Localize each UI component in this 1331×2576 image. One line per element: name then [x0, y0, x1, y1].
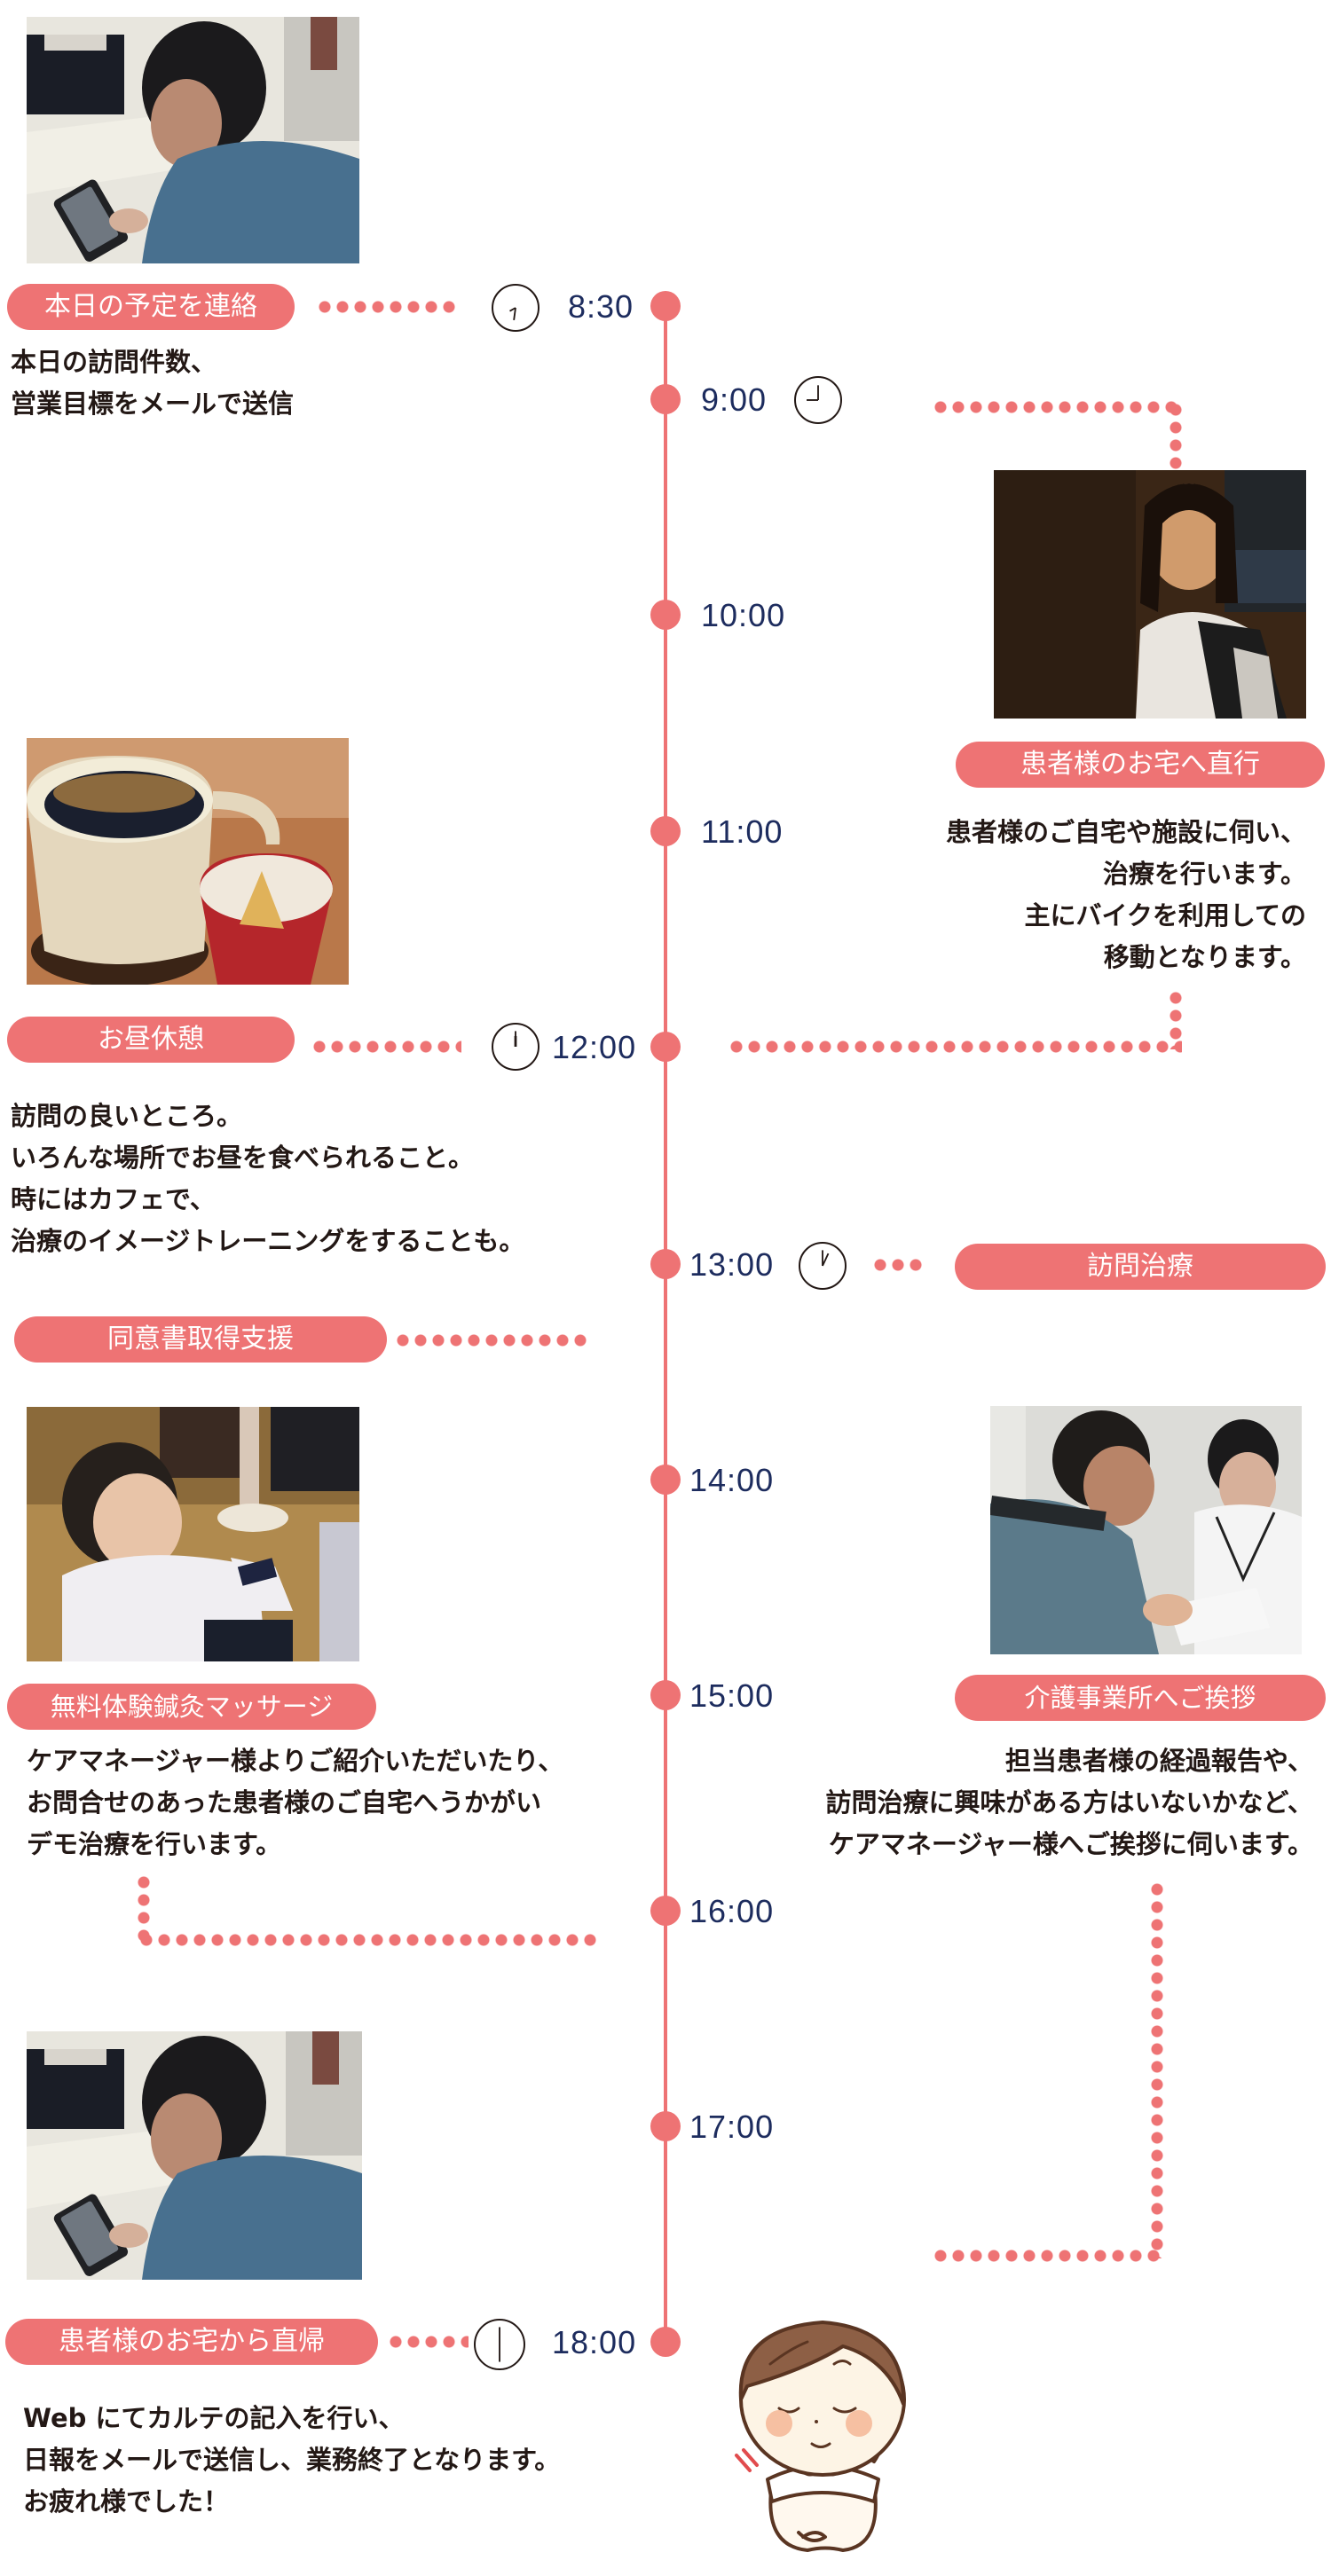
event-title-pill: 訪問治療 — [955, 1244, 1326, 1290]
two-men-reviewing-document-photo — [990, 1406, 1302, 1654]
timeline-dot — [650, 1465, 681, 1495]
man-checking-smartphone-photo — [27, 2031, 362, 2280]
time-label: 10:00 — [701, 597, 786, 633]
clock-icon — [799, 1242, 847, 1290]
bowing-nurse-illustration — [710, 2280, 941, 2572]
dotted-connector — [728, 1041, 1182, 1053]
woman-with-backpack-photo — [994, 470, 1306, 719]
event-description: 担当患者様の経過報告や、 訪問治療に興味がある方はいないかなど、 ケアマネージャ… — [825, 1746, 1313, 1859]
time-label: 18:00 — [552, 2324, 637, 2360]
time-label: 11:00 — [701, 813, 784, 850]
event-title-pill: 無料体験鍼灸マッサージ — [7, 1684, 376, 1730]
time-label: 12:00 — [552, 1029, 637, 1065]
dotted-connector — [387, 2336, 469, 2348]
clock-icon — [492, 1023, 539, 1071]
timeline-dot — [650, 1032, 681, 1062]
event-title-pill: お昼休憩 — [7, 1017, 295, 1063]
timeline-dot — [650, 1249, 681, 1279]
time-label: 16:00 — [689, 1893, 775, 1929]
timeline-dot — [650, 600, 681, 630]
event-description: 患者様のご自宅や施設に伺い、 治療を行います。 主にバイクを利用しての 移動とな… — [945, 817, 1306, 972]
timeline-dot — [650, 2111, 681, 2141]
dotted-connector — [1151, 1881, 1163, 2258]
dotted-connector — [932, 401, 1182, 413]
timeline-dot — [650, 291, 681, 321]
event-title-pill: 患者様のお宅から直帰 — [5, 2319, 378, 2365]
time-label: 8:30 — [568, 288, 634, 325]
timeline-line — [664, 306, 667, 2342]
event-description: 本日の訪問件数、 営業目標をメールで送信 — [11, 347, 295, 419]
dotted-connector — [316, 301, 458, 313]
clock-icon — [794, 376, 842, 424]
dotted-connector — [138, 1873, 150, 1941]
timeline-dot — [650, 2327, 681, 2357]
event-description: 訪問の良いところ。 いろんな場所でお昼を食べられること。 時にはカフェで、 治療… — [11, 1101, 525, 1256]
dotted-connector — [394, 1334, 589, 1347]
time-label: 17:00 — [689, 2109, 775, 2145]
dotted-connector — [1170, 401, 1182, 472]
event-description: Web にてカルテの記入を行い、 日報をメールで送信し、業務終了となります。 お… — [23, 2403, 561, 2517]
clock-icon — [492, 284, 539, 332]
timeline-dot — [650, 1896, 681, 1926]
timeline-dot — [650, 816, 681, 846]
dotted-connector — [138, 1934, 597, 1946]
clock-icon — [474, 2319, 525, 2370]
time-label: 13:00 — [689, 1246, 775, 1283]
dotted-connector — [1170, 989, 1182, 1049]
time-label: 15:00 — [689, 1677, 775, 1714]
event-title-pill: 本日の予定を連絡 — [7, 284, 295, 330]
event-title-pill: 同意書取得支援 — [14, 1316, 387, 1363]
timeline-dot — [650, 1680, 681, 1710]
man-checking-smartphone-photo — [27, 17, 359, 263]
event-title-pill: 介護事業所へご挨拶 — [955, 1675, 1326, 1721]
timeline-dot — [650, 384, 681, 414]
time-label: 14:00 — [689, 1462, 775, 1498]
dotted-connector — [311, 1041, 461, 1053]
time-label: 9:00 — [701, 381, 768, 418]
dotted-connector — [871, 1259, 925, 1271]
event-title-pill: 患者様のお宅へ直行 — [956, 742, 1325, 788]
dotted-connector — [932, 2250, 1164, 2262]
therapist-smiling-photo — [27, 1407, 359, 1661]
event-description: ケアマネージャー様よりご紹介いただいたり、 お問合せのあった患者様のご自宅へうか… — [27, 1746, 564, 1859]
coffee-cup-photo — [27, 738, 349, 985]
